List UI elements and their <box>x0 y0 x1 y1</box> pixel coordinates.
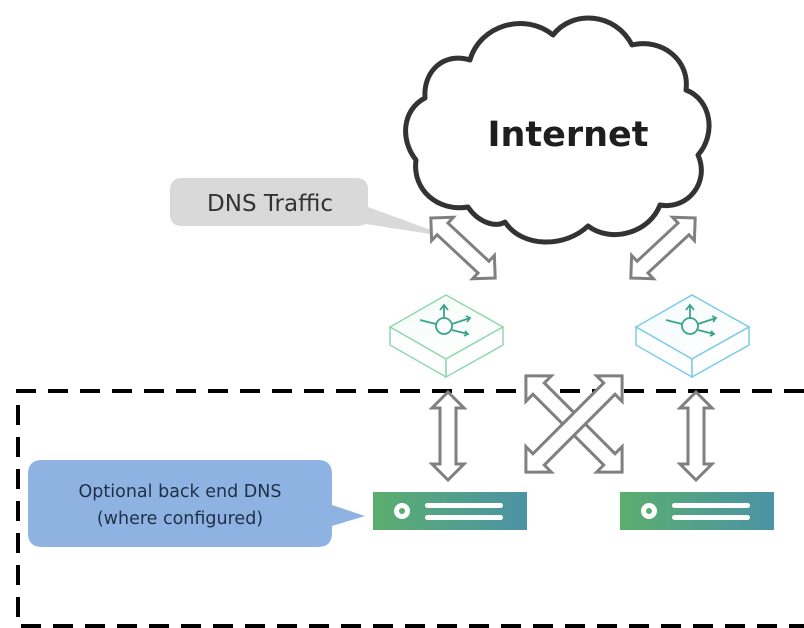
cloud-label: Internet <box>487 115 648 155</box>
server-icon <box>620 492 774 530</box>
router-icon <box>634 294 751 379</box>
server-icon <box>373 492 527 530</box>
backend-note-line2: (where configured) <box>97 509 263 529</box>
backend-dashed-boundary <box>16 389 804 628</box>
backend-note-line1: Optional back end DNS <box>79 482 282 502</box>
dns-traffic-label: DNS Traffic <box>207 191 333 217</box>
dns-traffic-callout: DNS Traffic <box>170 178 450 237</box>
bidirectional-arrow <box>629 215 697 281</box>
bidirectional-arrow <box>428 389 468 483</box>
backend-dns-note: Optional back end DNS (where configured) <box>28 460 365 547</box>
bidirectional-arrow <box>524 374 624 474</box>
bidirectional-arrow <box>429 215 497 281</box>
internet-cloud-icon: Internet <box>403 15 712 245</box>
bidirectional-arrow <box>676 389 716 483</box>
router-icon <box>388 294 505 379</box>
